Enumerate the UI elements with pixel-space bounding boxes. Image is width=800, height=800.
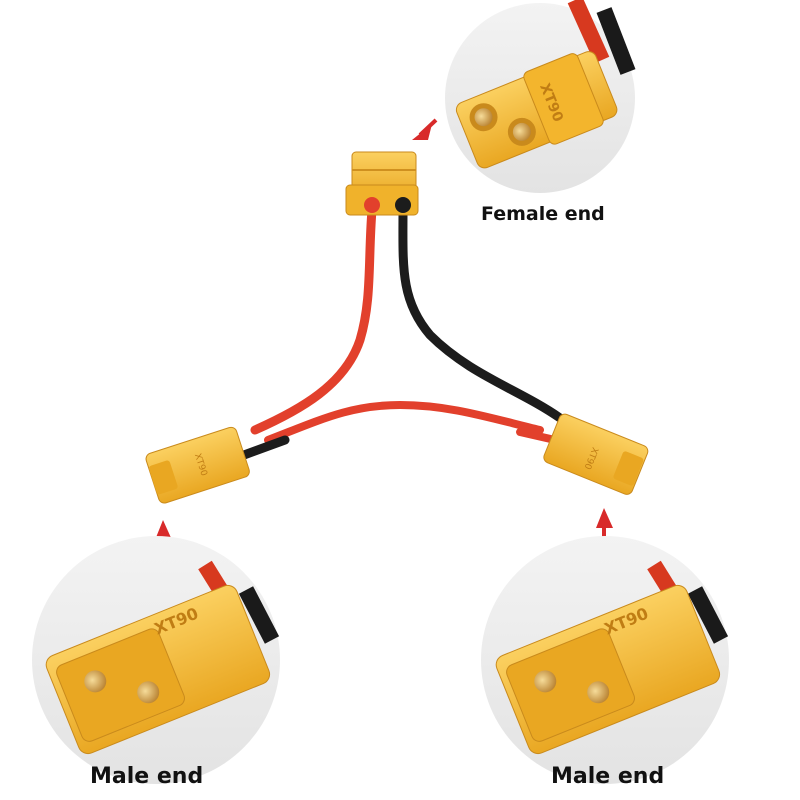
male-end-label-right: Male end [551,764,665,789]
arrow-to-right-male [596,508,613,540]
arrow-to-female [412,118,438,140]
left-male-connector: XT90 [145,426,250,504]
female-detail-circle: XT90 [445,0,636,193]
female-end-label: Female end [481,203,605,225]
red-wire-left [250,205,377,435]
right-male-connector: XT90 [543,413,649,495]
black-stub-left [239,435,290,460]
black-wire-right [398,205,565,423]
left-male-detail-circle: XT90 [32,536,280,784]
right-male-detail-circle: XT90 [481,536,729,784]
male-end-label-left: Male end [90,764,204,789]
red-stub-right [516,428,559,444]
cable-harness [239,205,565,460]
red-bridge-wire [264,400,544,444]
female-connector [345,151,419,216]
